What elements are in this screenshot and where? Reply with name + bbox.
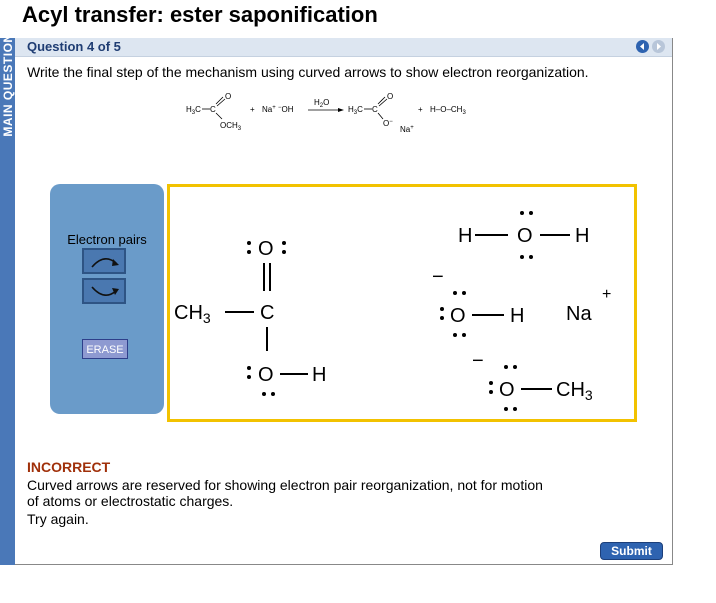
methoxide-o: O <box>499 379 515 401</box>
main-question-tab: MAIN QUESTION <box>0 33 15 565</box>
eq-product-alcohol: H–O–CH3 <box>430 105 466 116</box>
lone-pair-dot <box>262 392 266 396</box>
hydroxide-o: O <box>450 305 466 327</box>
eq-reactant-o: O <box>225 92 231 101</box>
water-h-right: H <box>575 225 589 247</box>
eq-product-ch3: H3C <box>348 105 363 116</box>
tool-panel: Electron pairs ERASE <box>50 184 164 414</box>
lone-pair-dot <box>282 241 286 245</box>
lone-pair-dot <box>504 365 508 369</box>
lone-pair-dot <box>440 316 444 320</box>
atom-o-top: O <box>258 238 274 260</box>
electron-pair-arrow-counterclockwise-button[interactable] <box>82 278 126 304</box>
electron-pair-arrow-clockwise-button[interactable] <box>82 248 126 274</box>
structure-drawing: O CH3 C O H H O H <box>174 211 611 411</box>
methoxide-ch3: CH3 <box>556 379 593 403</box>
atom-ch3-left: CH3 <box>174 302 211 326</box>
eq-product-o: O <box>387 92 393 101</box>
erase-button[interactable]: ERASE <box>82 339 128 359</box>
curved-arrow-up-icon <box>91 258 119 268</box>
question-prompt: Write the final step of the mechanism us… <box>27 64 589 80</box>
drawing-canvas[interactable]: O CH3 C O H H O H <box>167 184 637 422</box>
curved-arrow-down-icon <box>91 286 119 296</box>
eq-product-ominus: O− <box>383 119 393 128</box>
lone-pair-dot <box>462 333 466 337</box>
water-h-left: H <box>458 225 472 247</box>
page-title: Acyl transfer: ester saponification <box>22 2 378 27</box>
atom-c: C <box>260 302 274 324</box>
submit-button[interactable]: Submit <box>600 542 663 560</box>
lone-pair-dot <box>453 291 457 295</box>
hydroxide-minus: − <box>432 266 444 288</box>
electron-pairs-label: Electron pairs <box>67 232 147 247</box>
sodium-plus: + <box>602 286 611 303</box>
eq-reagent: Na+ −OH <box>262 105 294 114</box>
next-question-button[interactable] <box>652 40 665 53</box>
lone-pair-dot <box>440 307 444 311</box>
lone-pair-dot <box>247 241 251 245</box>
atom-h-bottom: H <box>312 364 326 386</box>
lone-pair-dot <box>529 211 533 215</box>
lone-pair-dot <box>247 366 251 370</box>
chevron-right-icon <box>657 43 661 50</box>
eq-plus-2: + <box>418 105 423 114</box>
lone-pair-dot <box>513 365 517 369</box>
lone-pair-dot <box>453 333 457 337</box>
lone-pair-dot <box>271 392 275 396</box>
feedback-message: Curved arrows are reserved for showing e… <box>27 477 543 509</box>
atom-o-bottom: O <box>258 364 274 386</box>
lone-pair-dot <box>520 211 524 215</box>
lone-pair-dot <box>529 255 533 259</box>
lone-pair-dot <box>520 255 524 259</box>
lone-pair-dot <box>247 375 251 379</box>
eq-reactant-c: C <box>210 105 216 114</box>
lone-pair-dot <box>462 291 466 295</box>
sodium: Na <box>566 303 592 325</box>
feedback-retry: Try again. <box>27 511 89 527</box>
eq-plus-1: + <box>250 105 255 114</box>
lone-pair-dot <box>282 250 286 254</box>
eq-reactant-ch3: H3C <box>186 105 201 116</box>
eq-reactant-och3: OCH3 <box>220 121 242 132</box>
lone-pair-dot <box>489 381 493 385</box>
main-question-label: MAIN QUESTION <box>1 33 15 137</box>
lone-pair-dot <box>489 390 493 394</box>
question-number: Question 4 of 5 <box>27 39 121 54</box>
hydroxide-h: H <box>510 305 524 327</box>
feedback-status: INCORRECT <box>27 459 111 475</box>
water-o: O <box>517 225 533 247</box>
eq-product-na: Na+ <box>400 125 414 134</box>
reaction-equation: H3C C O OCH3 + Na+ −OH H2O H3C C O O− Na… <box>186 92 466 134</box>
lone-pair-dot <box>504 407 508 411</box>
eq-product-c: C <box>372 105 378 114</box>
chevron-left-icon <box>640 43 644 50</box>
lone-pair-dot <box>513 407 517 411</box>
eq-condition: H2O <box>314 98 329 109</box>
question-header: Question 4 of 5 <box>15 38 672 57</box>
previous-question-button[interactable] <box>636 40 649 53</box>
lone-pair-dot <box>247 250 251 254</box>
methoxide-minus: − <box>472 350 484 372</box>
